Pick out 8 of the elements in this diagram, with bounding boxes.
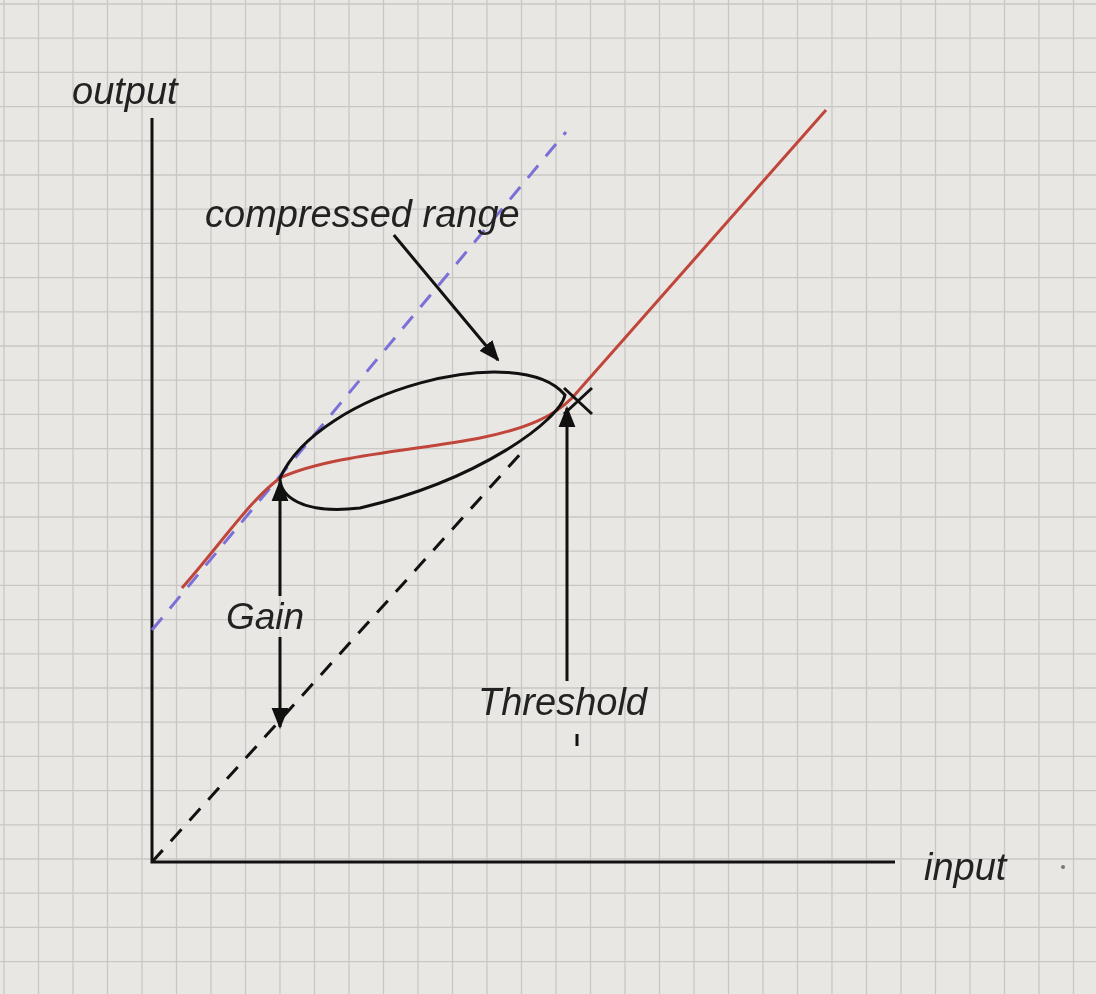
callout-text: compressed range xyxy=(205,195,520,233)
leader-arrow xyxy=(392,234,500,362)
leader-arrow xyxy=(558,405,576,681)
callout-text: Threshold xyxy=(478,683,647,721)
axis-label: input xyxy=(924,848,1007,886)
axis-label: output xyxy=(72,72,178,110)
callout-text: Gain xyxy=(226,598,305,635)
leader-arrow xyxy=(271,637,289,730)
